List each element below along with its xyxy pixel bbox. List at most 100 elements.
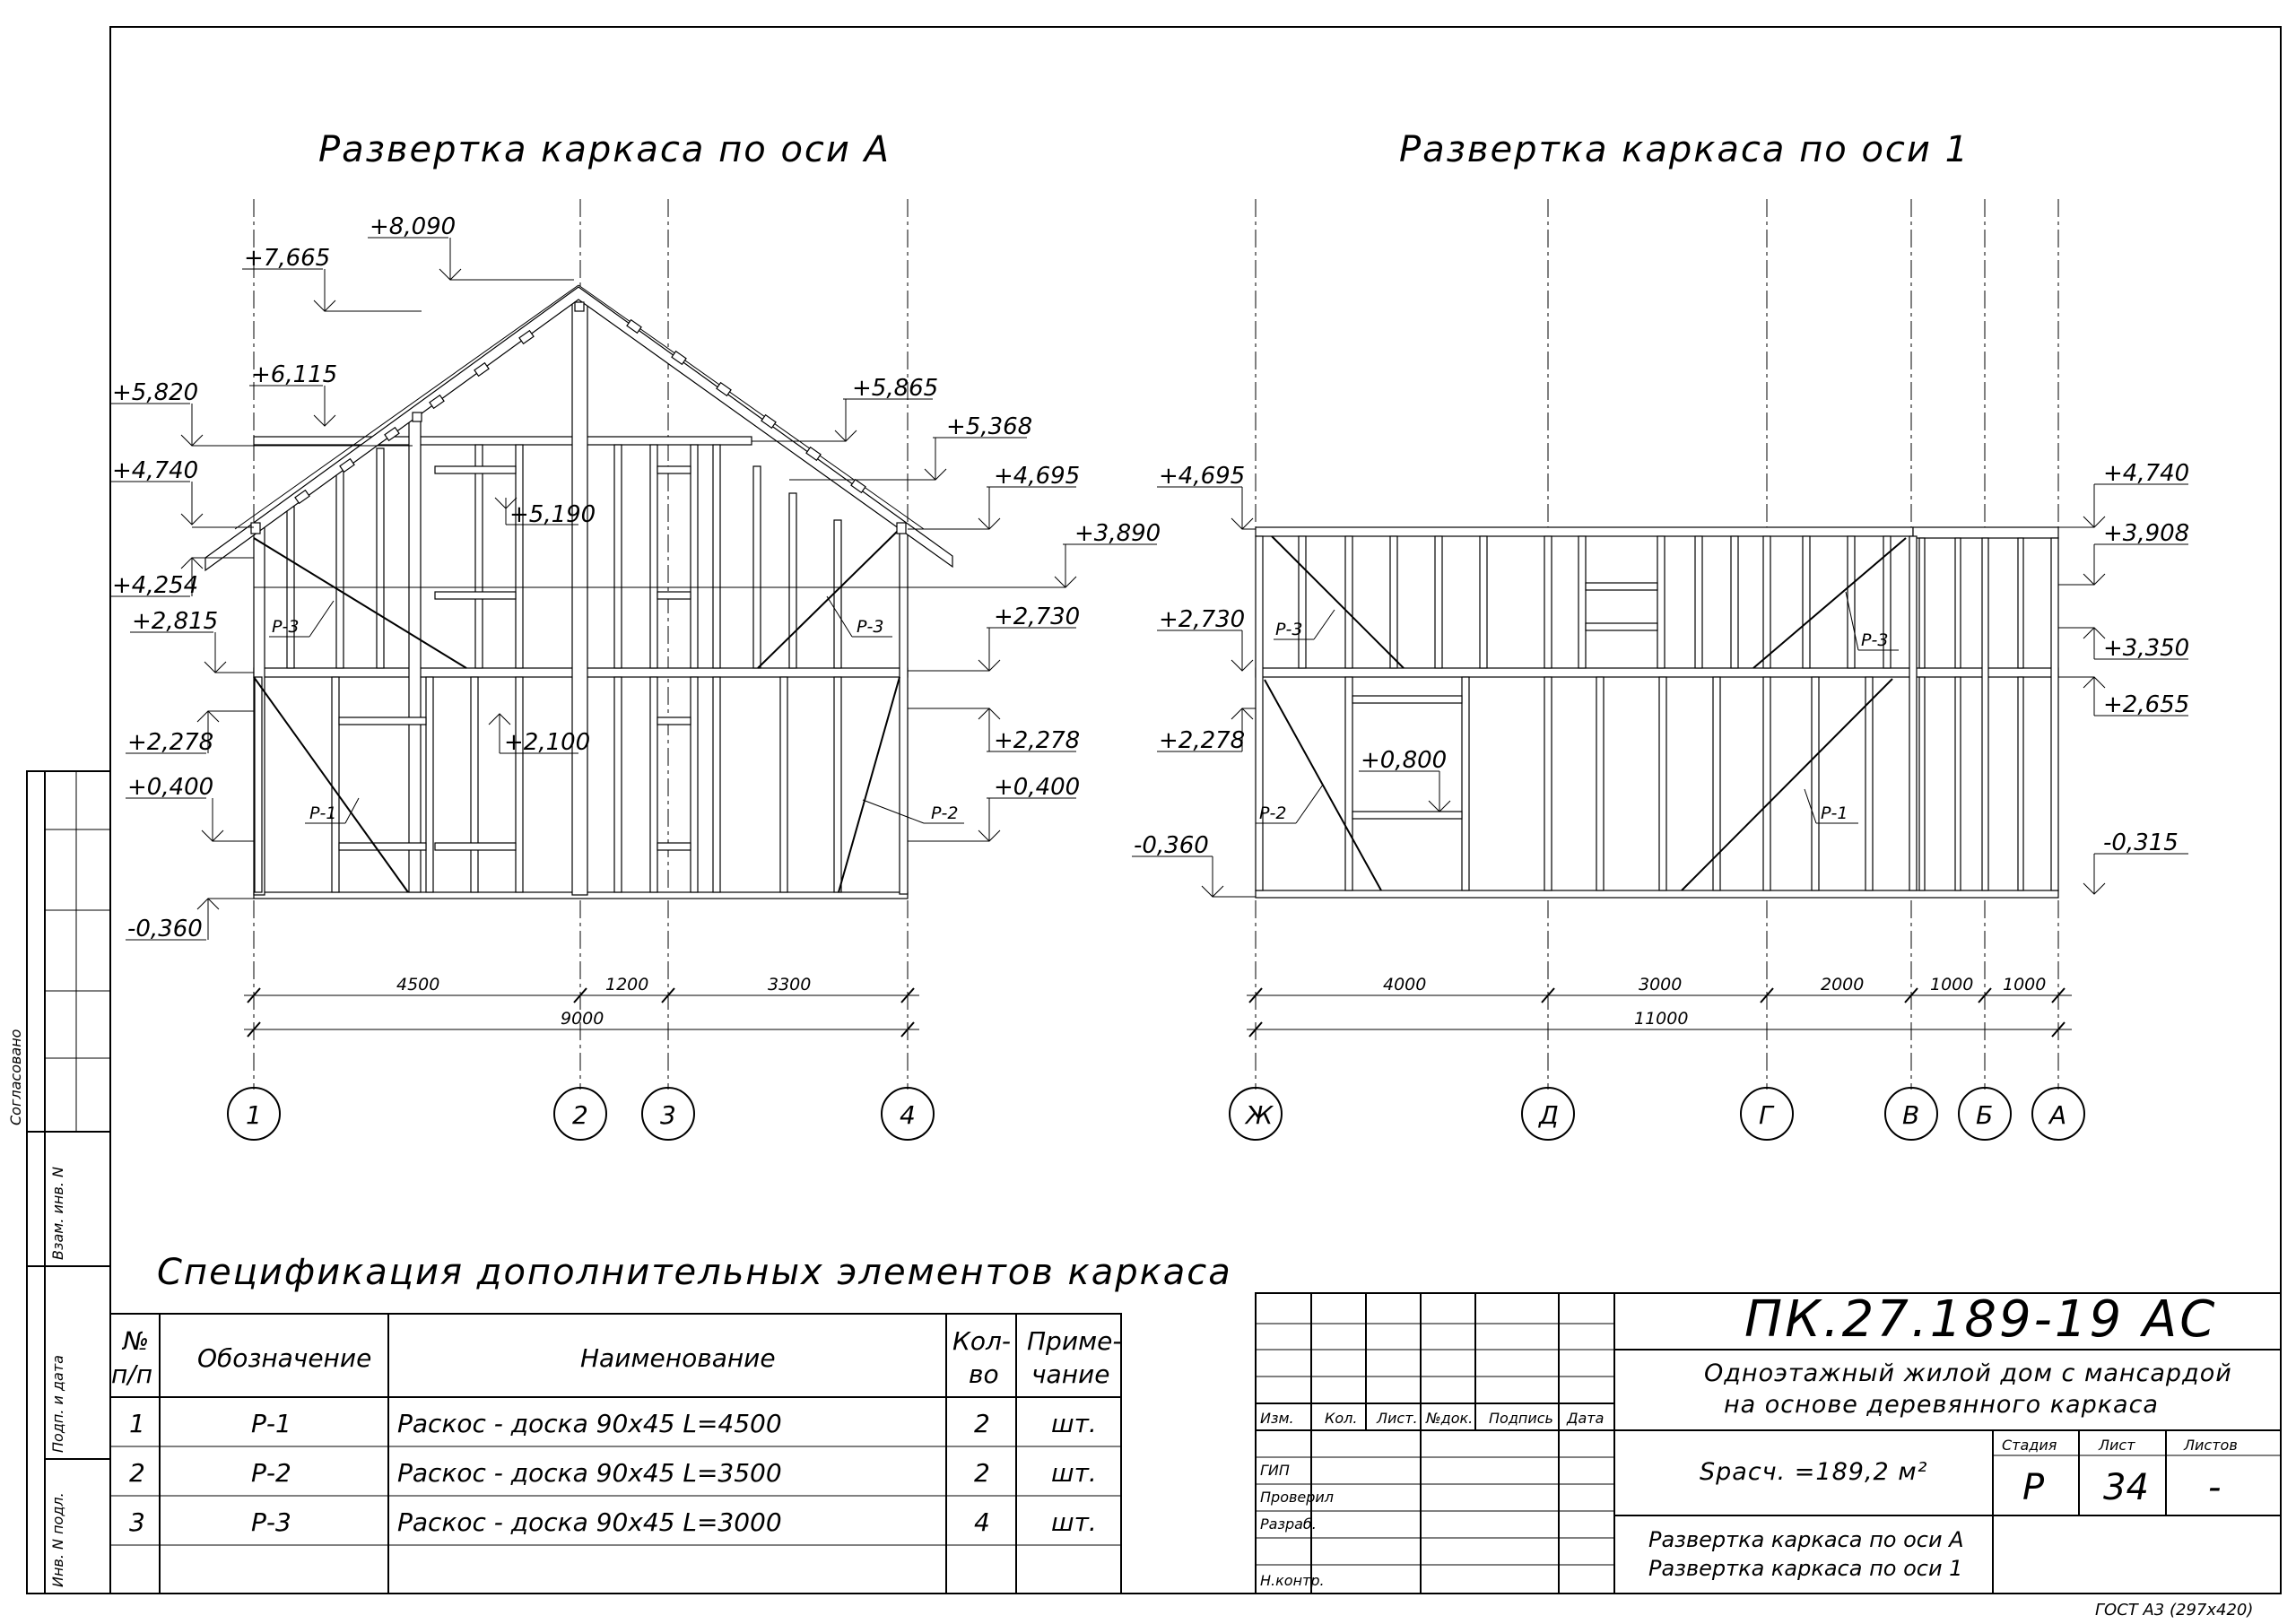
svg-text:Р-1: Р-1 xyxy=(251,1409,291,1438)
svg-text:Р-2: Р-2 xyxy=(251,1458,291,1488)
brace-label-p3-a: Р-3 xyxy=(272,617,299,637)
svg-text:+6,115: +6,115 xyxy=(251,361,337,388)
axis-bubble-3: 3 xyxy=(660,1100,676,1130)
svg-text:+4,740: +4,740 xyxy=(112,457,198,484)
axis-bubble-2: 2 xyxy=(572,1100,588,1130)
svg-text:+2,278: +2,278 xyxy=(127,729,213,756)
right-marks-left-elev: +5,865 +5,368 +4,695 +3,89 xyxy=(254,375,1161,842)
dim-2000: 2000 xyxy=(1821,975,1864,994)
drawing-code: ПК.27.189-19 АС xyxy=(1744,1290,2217,1349)
level-mark-0400-r: +0,400 xyxy=(908,774,1080,842)
sheets-label: Листов xyxy=(2183,1437,2238,1454)
level-mark-3350: +3,350 xyxy=(2058,627,2189,662)
stamp-inv-orig: Инв. N подл. xyxy=(49,1492,66,1587)
svg-text:+5,368: +5,368 xyxy=(946,413,1032,440)
svg-text:+5,820: +5,820 xyxy=(112,379,198,406)
axis-bubble-a: А xyxy=(2048,1100,2066,1130)
level-mark-5820: +5,820 xyxy=(110,379,413,447)
svg-text:шт.: шт. xyxy=(1051,1409,1097,1438)
axis-bubble-d: Д xyxy=(1537,1100,1559,1130)
dim-11000: 11000 xyxy=(1634,1009,1688,1029)
svg-text:+4,254: +4,254 xyxy=(112,572,198,599)
svg-text:-0,360: -0,360 xyxy=(127,916,203,942)
svg-text:4: 4 xyxy=(974,1507,990,1537)
brace-label-p3-b: Р-3 xyxy=(857,617,883,637)
left-brace-labels: Р-3 Р-3 Р-1 Р-2 xyxy=(269,595,964,824)
svg-text:+3,890: +3,890 xyxy=(1074,520,1161,547)
svg-text:3: 3 xyxy=(129,1507,145,1537)
level-mark-8090: +8,090 xyxy=(368,213,574,281)
svg-text:+3,350: +3,350 xyxy=(2103,635,2189,662)
role-developed: Разраб. xyxy=(1260,1515,1317,1533)
right-axis-bubbles: Ж Д Г В Б А xyxy=(1229,1087,2085,1141)
right-brace-labels: Р-3 Р-3 Р-2 Р-1 xyxy=(1256,591,1899,824)
level-mark-4695-r: +4,695 xyxy=(1157,463,1256,530)
left-marks: +7,665 +8,090 +6,115 +5,820 xyxy=(110,213,574,942)
axis-bubble-4: 4 xyxy=(900,1100,916,1130)
level-mark-minus0360: -0,360 xyxy=(126,898,254,942)
right-inner-marks: +0,800 xyxy=(1359,747,1451,812)
level-mark-5368: +5,368 xyxy=(789,413,1032,481)
dim-4500: 4500 xyxy=(396,975,439,994)
dim-4000: 4000 xyxy=(1383,975,1426,994)
svg-text:2: 2 xyxy=(974,1409,990,1438)
svg-text:Раскос - доска 90х45 L=3000: Раскос - доска 90х45 L=3000 xyxy=(397,1507,782,1537)
brace-label-p2: Р-2 xyxy=(931,803,958,823)
title-left-elevation: Развертка каркаса по оси А xyxy=(318,129,891,170)
col-ndok: №док. xyxy=(1425,1410,1473,1427)
stamp-replace-inv: Взам. инв. N xyxy=(49,1167,66,1260)
svg-text:+2,730: +2,730 xyxy=(994,604,1080,630)
project-name-line1: Одноэтажный жилой дом с мансардой xyxy=(1704,1359,2232,1387)
right-marks-left: +4,695 +2,730 +2,278 -0,360 xyxy=(1132,463,1256,898)
level-mark-minus0360-r: -0,360 xyxy=(1132,832,1256,898)
level-mark-3908: +3,908 xyxy=(2058,520,2189,586)
level-mark-4695: +4,695 xyxy=(908,463,1080,530)
sheet-value: 34 xyxy=(2103,1467,2149,1508)
dim-1000-b: 1000 xyxy=(2003,975,2046,994)
level-mark-2730: +2,730 xyxy=(908,604,1080,672)
side-stamp: Согласовано Взам. инв. N Подп. и дата Ин… xyxy=(7,770,111,1594)
svg-text:Р-3: Р-3 xyxy=(251,1507,291,1537)
axis-bubble-b: Б xyxy=(1976,1100,1993,1130)
sheets-value: - xyxy=(2208,1467,2221,1508)
level-mark-2278-r: +2,278 xyxy=(908,708,1080,754)
level-mark-minus0315: -0,315 xyxy=(2083,829,2188,895)
svg-text:+4,695: +4,695 xyxy=(1159,463,1245,490)
spec-head-num-1: № xyxy=(121,1326,149,1356)
dim-3000: 3000 xyxy=(1639,975,1682,994)
spec-head-qty-2: во xyxy=(969,1359,999,1389)
svg-text:+0,400: +0,400 xyxy=(127,774,213,801)
level-mark-4740-r: +4,740 xyxy=(2058,460,2189,528)
spec-head-designation: Обозначение xyxy=(197,1343,371,1373)
right-wall-frame xyxy=(1255,526,2059,899)
col-list: Лист. xyxy=(1376,1410,1418,1427)
spec-row-2: 2 Р-2 Раскос - доска 90х45 L=3500 2 шт. xyxy=(129,1458,1097,1488)
stamp-agreed: Согласовано xyxy=(7,1029,24,1125)
spec-head-name: Наименование xyxy=(580,1343,776,1373)
svg-text:Раскос - доска 90х45 L=4500: Раскос - доска 90х45 L=4500 xyxy=(397,1409,782,1438)
level-mark-6115: +6,115 xyxy=(249,361,337,427)
dim-1200: 1200 xyxy=(605,975,648,994)
left-dimensions: 4500 1200 3300 9000 xyxy=(244,975,919,1038)
mark-2100: +2,100 xyxy=(504,729,590,756)
col-izm: Изм. xyxy=(1260,1410,1294,1427)
title-block: Изм. Кол. Лист. №док. Подпись Дата ГИП П… xyxy=(1255,1290,2282,1594)
sheet-title-line2: Развертка каркаса по оси 1 xyxy=(1648,1556,1962,1581)
brace-label-p3-d: Р-3 xyxy=(1861,630,1888,650)
brace-label-p2-b: Р-2 xyxy=(1259,803,1286,823)
spec-head-num-2: п/п xyxy=(111,1359,152,1389)
level-mark-5865: +5,865 xyxy=(752,375,938,442)
svg-text:+4,740: +4,740 xyxy=(2103,460,2189,487)
level-mark-7665: +7,665 xyxy=(242,245,422,312)
level-mark-2278: +2,278 xyxy=(126,710,254,756)
sheet-label: Лист xyxy=(2098,1437,2135,1454)
stage-label: Стадия xyxy=(2002,1437,2057,1454)
role-gip: ГИП xyxy=(1260,1462,1290,1479)
brace-label-p1-b: Р-1 xyxy=(1821,803,1848,823)
level-mark-2730-r: +2,730 xyxy=(1157,606,1254,672)
axis-bubble-v: В xyxy=(1902,1100,1919,1130)
level-mark-4254: +4,254 xyxy=(110,557,254,599)
brace-label-p1: Р-1 xyxy=(309,803,336,823)
axis-bubble-g: Г xyxy=(1759,1100,1775,1130)
